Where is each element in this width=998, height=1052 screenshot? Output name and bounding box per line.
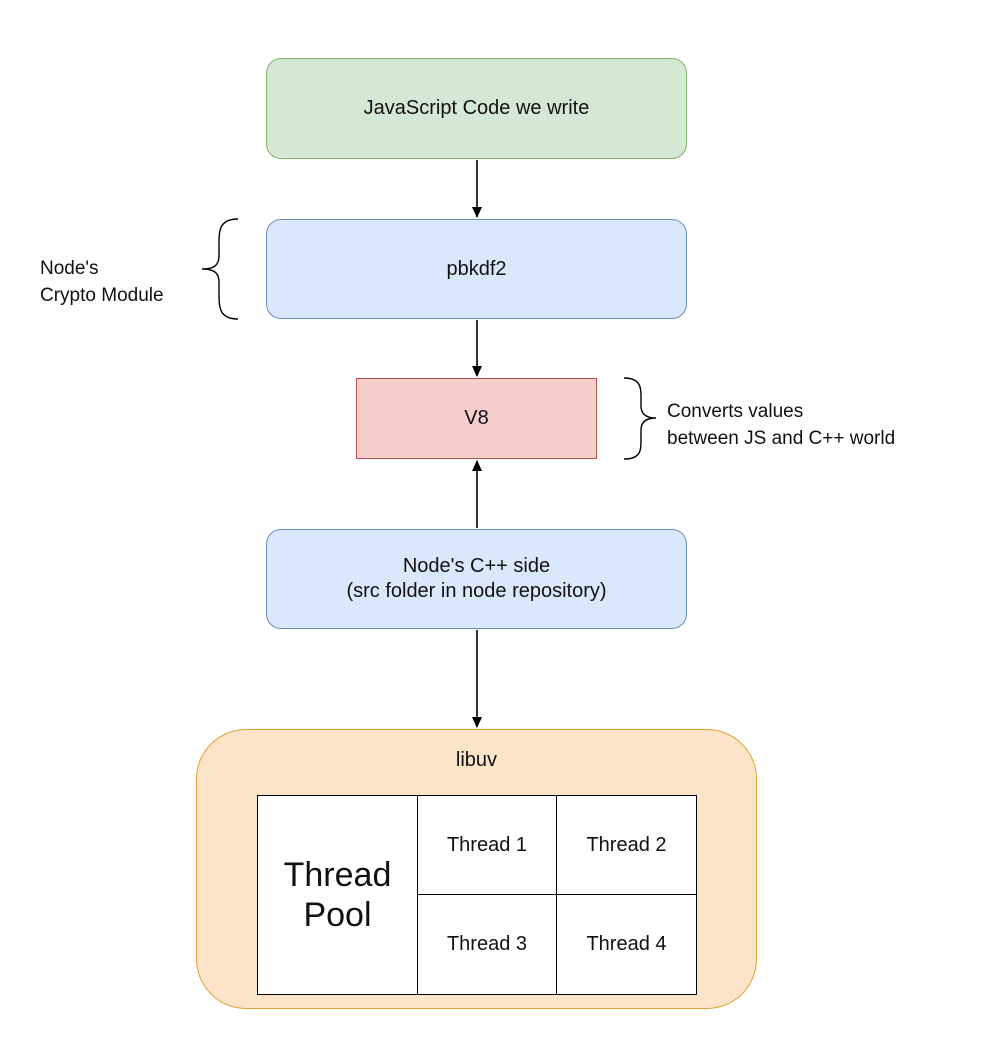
thread-pool-label: Thread Pool xyxy=(258,796,418,994)
v8-node: V8 xyxy=(356,378,597,459)
pbkdf2-node: pbkdf2 xyxy=(266,219,687,319)
v8-brace xyxy=(623,377,657,460)
v8-annotation-line-1: Converts values xyxy=(667,401,804,422)
crypto-module-brace xyxy=(201,218,239,320)
thread-4-cell: Thread 4 xyxy=(586,933,667,955)
javascript-code-label: JavaScript Code we write xyxy=(363,97,590,119)
javascript-code-node: JavaScript Code we write xyxy=(266,58,687,159)
pbkdf2-label: pbkdf2 xyxy=(446,257,507,280)
v8-annotation-line-2: between JS and C++ world xyxy=(667,428,896,449)
thread-2-cell: Thread 2 xyxy=(557,796,696,895)
thread-1-cell: Thread 1 xyxy=(418,796,557,895)
cpp-side-node: Node's C++ side (src folder in node repo… xyxy=(266,529,687,629)
crypto-annotation-line-1: Node's xyxy=(40,258,99,279)
cpp-side-label: Node's C++ side (src folder in node repo… xyxy=(346,554,606,604)
v8-label: V8 xyxy=(464,407,489,429)
cpp-side-line-2: (src folder in node repository) xyxy=(346,580,607,602)
thread-pool-table: Thread Pool Thread 1 Thread 2 Thread 3 T… xyxy=(257,795,697,995)
libuv-label: libuv xyxy=(455,749,498,771)
thread-3-cell: Thread 3 xyxy=(418,895,557,994)
v8-annotation: Converts values between JS and C++ world xyxy=(667,398,895,452)
crypto-module-annotation: Node's Crypto Module xyxy=(40,255,164,309)
cpp-side-line-1: Node's C++ side xyxy=(402,555,551,577)
crypto-annotation-line-2: Crypto Module xyxy=(40,285,164,306)
